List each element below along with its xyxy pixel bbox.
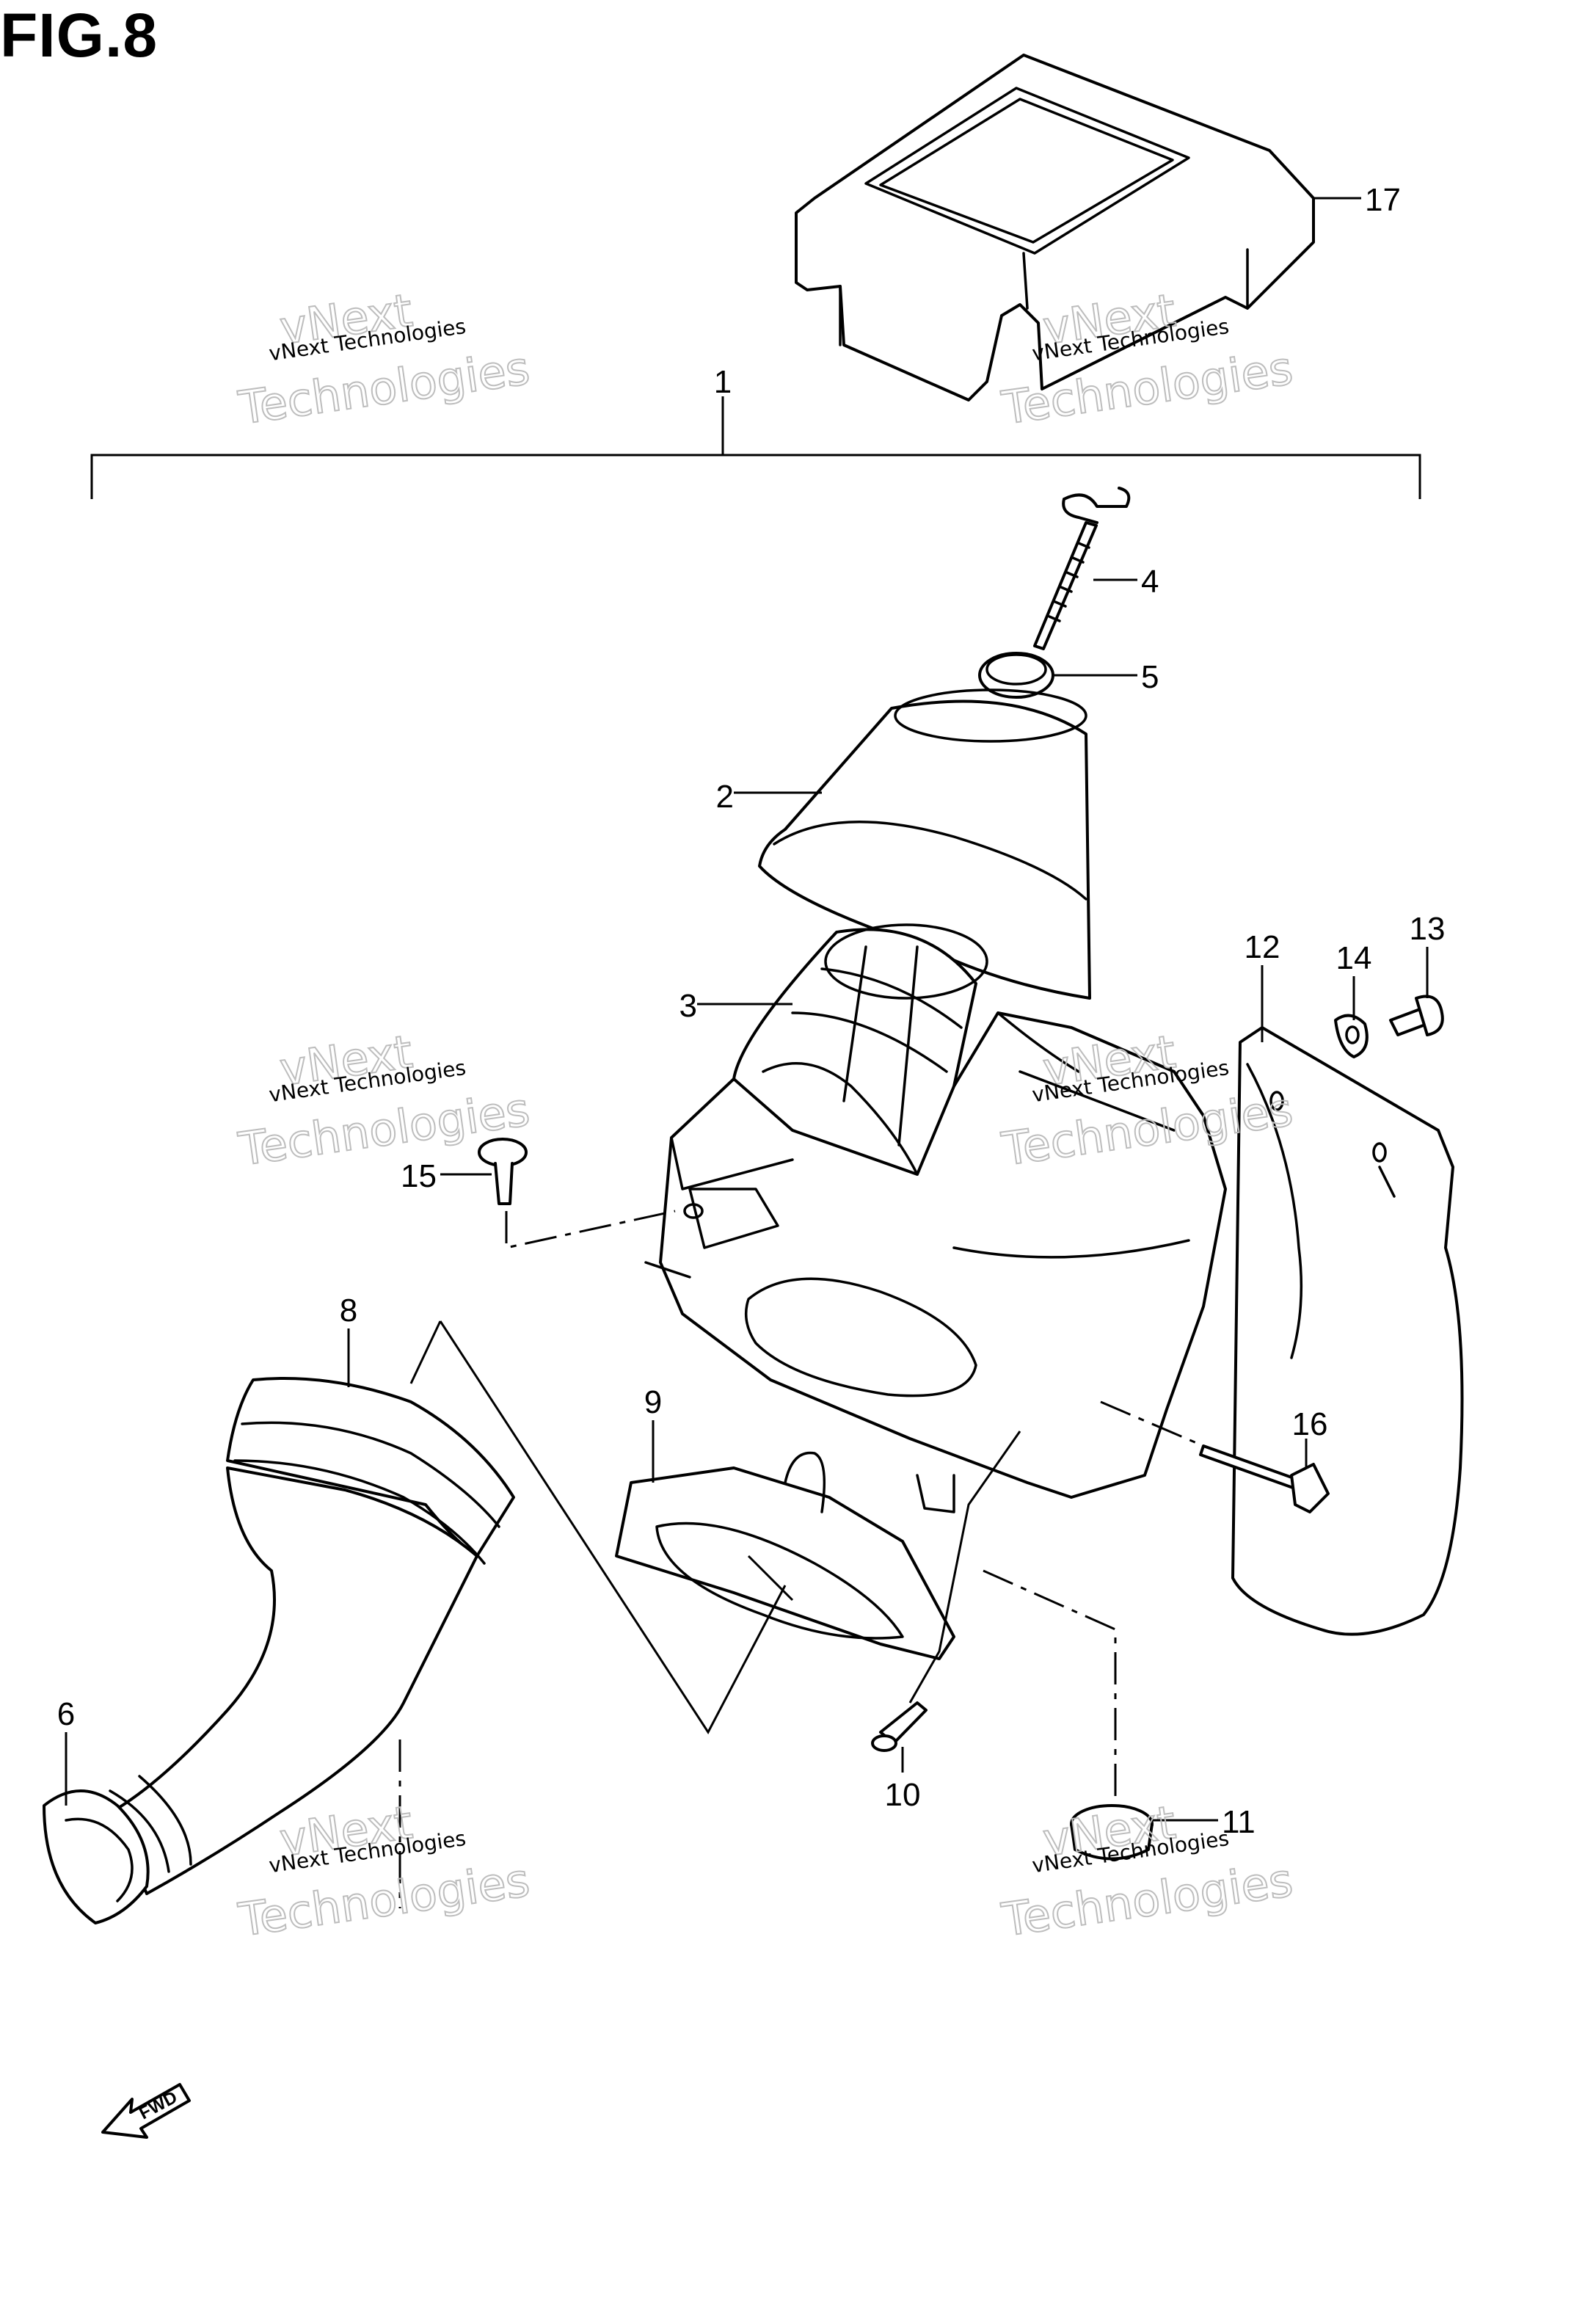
watermark-1: vNext vNext Technologies Technologies (235, 283, 534, 435)
callout-13: 13 (1410, 911, 1446, 947)
callout-17: 17 (1365, 182, 1401, 218)
callout-1: 1 (714, 364, 732, 400)
callout-3: 3 (679, 988, 697, 1024)
part-14-nut (1334, 1014, 1369, 1058)
alignment-lines (398, 1210, 1204, 1908)
callout-6: 6 (57, 1696, 75, 1732)
figure-title: FIG.8 (0, 1, 158, 70)
part-16-bolt (1199, 1444, 1330, 1513)
callout-8: 8 (340, 1293, 357, 1328)
leader-lines (65, 197, 1429, 1822)
assembly-bracket-1 (90, 396, 1421, 499)
callout-labels: 1 2 3 4 5 6 8 9 10 11 12 13 14 15 16 17 (57, 182, 1446, 1840)
part-10-screw (871, 1701, 928, 1752)
callout-10: 10 (885, 1777, 921, 1813)
callout-4: 4 (1141, 564, 1159, 600)
part-11-grommet (1070, 1804, 1154, 1861)
callout-15: 15 (401, 1158, 437, 1194)
callout-2: 2 (716, 779, 734, 815)
callout-16: 16 (1292, 1406, 1328, 1442)
part-8-boot (226, 1377, 515, 1565)
part-17-cover (795, 54, 1315, 401)
callout-14: 14 (1336, 940, 1372, 976)
callout-11: 11 (1222, 1804, 1256, 1840)
callout-5: 5 (1141, 659, 1159, 695)
part-6-intake-duct (43, 1466, 478, 1924)
part-9-flange (615, 1451, 955, 1660)
part-3-filter-cage (732, 923, 988, 1176)
part-13-bolt (1389, 995, 1444, 1036)
part-4-wing-bolt (1033, 487, 1131, 650)
callout-9: 9 (644, 1384, 662, 1420)
air-box (644, 1011, 1227, 1513)
part-15-screw (478, 1138, 528, 1205)
callout-12: 12 (1245, 929, 1280, 965)
fwd-arrow: FWD (101, 2083, 191, 2139)
